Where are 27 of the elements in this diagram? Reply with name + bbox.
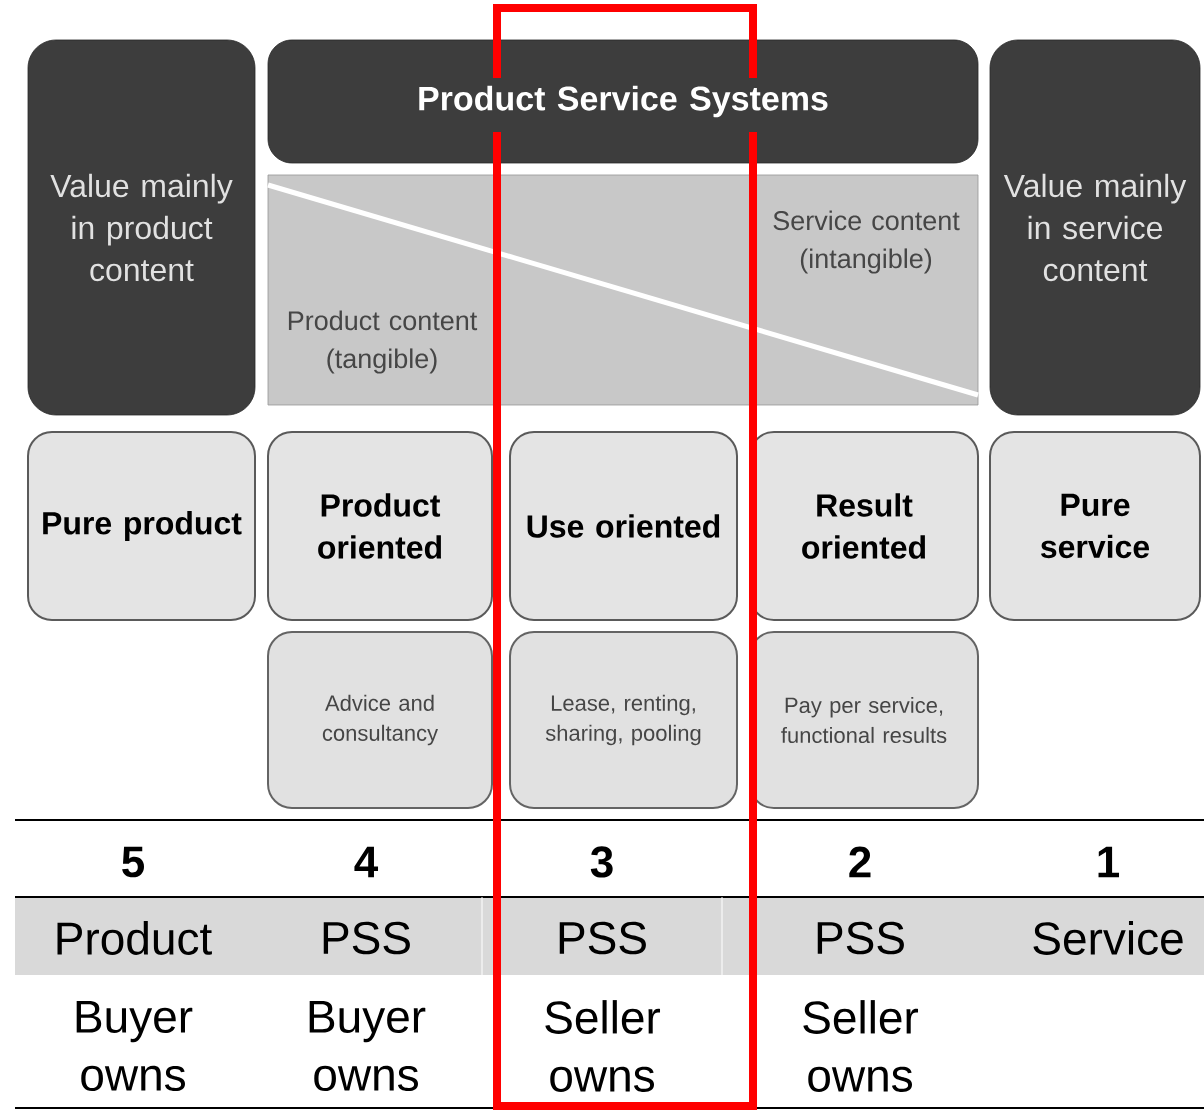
example-box: Pay per service, functional results — [749, 631, 979, 809]
value-box: Value mainly in product content — [27, 39, 256, 416]
rank-number: 3 — [590, 846, 613, 878]
example-box: Advice and consultancy — [267, 631, 493, 809]
example-box: Lease, renting, sharing, pooling — [509, 631, 738, 809]
type-label: Service — [1033, 921, 1183, 955]
category-box: Use oriented — [509, 431, 738, 621]
ownership-label: Seller owns — [803, 1000, 918, 1092]
category-box: Result oriented — [749, 431, 979, 621]
ownership-label: Buyer owns — [76, 1000, 193, 1092]
ownership-label: Buyer owns — [309, 1000, 426, 1092]
category-box: Pure product — [27, 431, 256, 621]
value-box: Value mainly in service content — [989, 39, 1201, 416]
rank-number: 1 — [1098, 846, 1119, 878]
rank-number: 2 — [849, 846, 871, 878]
type-label: PSS — [559, 921, 646, 955]
content-band — [267, 174, 979, 406]
category-box: Product oriented — [267, 431, 493, 621]
type-label: PSS — [323, 921, 410, 955]
band-text: Service content (intangible) — [773, 210, 960, 274]
category-box: Pure service — [989, 431, 1201, 621]
ownership-label: Seller owns — [545, 1000, 660, 1092]
type-label: PSS — [817, 921, 904, 955]
rank-number: 5 — [122, 846, 144, 878]
header-box: Product Service Systems — [267, 39, 979, 164]
type-label: Product — [57, 921, 212, 955]
band-text: Product content (tangible) — [288, 310, 478, 374]
